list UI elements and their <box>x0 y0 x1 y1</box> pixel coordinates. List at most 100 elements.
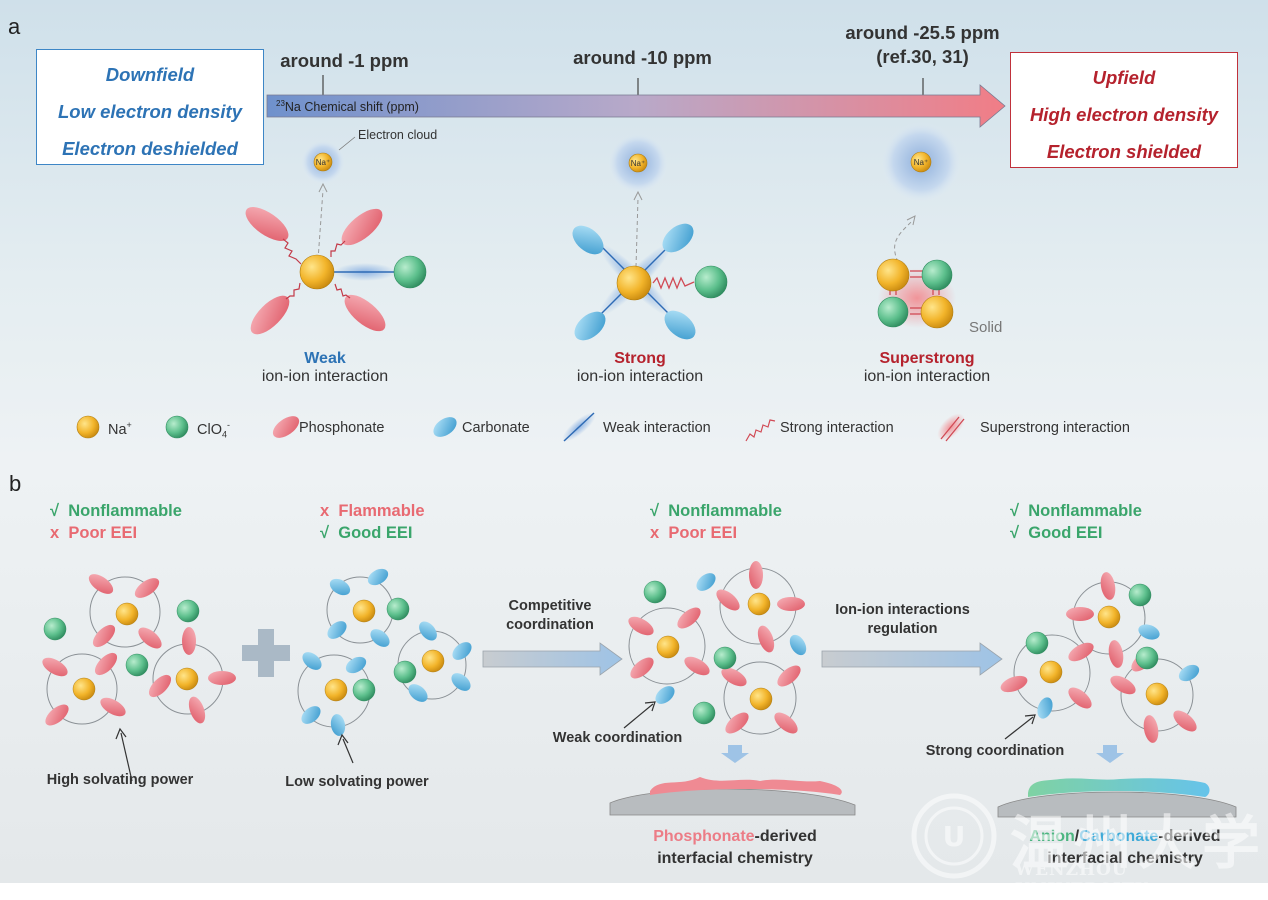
strong-coordination-label: Strong coordination <box>925 743 1065 759</box>
status-block-1: √ Nonflammable x Poor EEI <box>50 500 182 544</box>
legend-phosphonate-icon <box>272 416 300 438</box>
axis-label-text: Na Chemical shift (ppm) <box>284 100 419 115</box>
legend-clo4-icon <box>165 415 189 439</box>
downfield-label: Downfield <box>105 64 195 85</box>
strong-title: Strong <box>614 350 666 367</box>
svg-text:Na⁺: Na⁺ <box>914 158 928 167</box>
low-density-label: Low electron density <box>57 101 242 122</box>
legend-carbonate-label: Carbonate <box>462 420 530 436</box>
legend-carbonate-icon <box>433 417 457 437</box>
status-3-text-2: Poor EEI <box>668 524 738 542</box>
upfield-box: Upfield High electron density Electron s… <box>1010 52 1238 168</box>
strong-sub: ion-ion interaction <box>576 368 704 385</box>
chem2-line2: interfacial chemistry <box>1047 850 1203 867</box>
legend-phosphonate-label: Phosphonate <box>299 420 385 436</box>
legend-na-icon <box>76 415 100 439</box>
shift-label-3-line1: around -25.5 ppm <box>845 22 1000 43</box>
anion-carbonate-chem-label: Anion/Carbonate-derived interfacial chem… <box>1005 826 1245 870</box>
electron-cloud-label: Electron cloud <box>358 128 438 142</box>
phosphonate-chem-label: Phosphonate-derived interfacial chemistr… <box>620 826 850 870</box>
arrow2-line1: Ion-ion interactions <box>835 602 970 618</box>
legend-clo4-sub: 4 <box>221 429 227 440</box>
shift-label-2: around -10 ppm <box>573 47 712 68</box>
status-3-mark-1: √ <box>650 502 660 520</box>
legend-clo4-label: ClO4- <box>197 420 230 440</box>
shift-label-1: around -1 ppm <box>280 50 409 71</box>
weak-structure: Na⁺ <box>245 136 427 335</box>
legend-superstrong-label: Superstrong interaction <box>980 420 1130 436</box>
legend-weak-icon <box>563 412 595 442</box>
shielded-label: Electron shielded <box>1046 141 1202 162</box>
panel-a-letter: a <box>8 14 21 39</box>
legend-na-text: Na <box>108 421 127 438</box>
shift-label-3-line2: (ref.30, 31) <box>876 46 969 67</box>
arrow1-label: Competitive coordination <box>480 597 620 635</box>
high-density-label: High electron density <box>1029 104 1219 125</box>
legend-icons <box>76 411 966 443</box>
strong-coordination-group <box>997 572 1237 818</box>
superstrong-interaction-label: Superstrong ion-ion interaction <box>827 350 1027 386</box>
status-block-3: √ Nonflammable x Poor EEI <box>650 500 782 544</box>
low-solvating-label: Low solvating power <box>285 774 429 790</box>
status-2-mark-2: √ <box>320 524 330 542</box>
arrow2-line2: regulation <box>867 621 938 637</box>
status-4-text-2: Good EEI <box>1028 524 1103 542</box>
chem2-slash: / <box>1074 828 1080 845</box>
arrow1-line2: coordination <box>506 617 594 633</box>
status-1-text-1: Nonflammable <box>68 502 182 520</box>
chem1-colored: Phosphonate <box>653 828 755 845</box>
status-3-text-1: Nonflammable <box>668 502 782 520</box>
chem2-green: Anion <box>1029 828 1075 845</box>
status-1-text-2: Poor EEI <box>68 524 138 542</box>
legend-superstrong-icon <box>940 416 960 440</box>
chem1-line2: interfacial chemistry <box>657 850 813 867</box>
status-2-text-2: Good EEI <box>338 524 413 542</box>
panel-b-letter: b <box>9 471 22 496</box>
status-block-4: √ Nonflammable √ Good EEI <box>1010 500 1142 544</box>
weak-coordination-label: Weak coordination <box>552 730 683 746</box>
phosphonate-sei <box>650 777 842 795</box>
status-4-mark-2: √ <box>1010 524 1020 542</box>
ion-interaction-structures: Na⁺ Na⁺ Na⁺ <box>245 122 961 341</box>
superstrong-title: Superstrong <box>879 350 975 367</box>
legend-na-label: Na+ <box>108 420 132 438</box>
axis-label-sup: 23 <box>276 99 285 108</box>
status-1-mark-1: √ <box>50 502 60 520</box>
shift-label-3: around -25.5 ppm (ref.30, 31) <box>820 21 1025 69</box>
weak-title: Weak <box>304 350 346 367</box>
svg-text:Na⁺: Na⁺ <box>631 159 645 168</box>
status-2-text-1: Flammable <box>338 502 425 520</box>
status-2-mark-1: x <box>320 502 330 520</box>
chem2-rest: -derived <box>1158 828 1221 845</box>
solid-label: Solid <box>969 319 1003 336</box>
upfield-label: Upfield <box>1092 67 1156 88</box>
status-block-2: x Flammable √ Good EEI <box>320 500 425 544</box>
superstrong-sub: ion-ion interaction <box>863 368 991 385</box>
legend-strong-label: Strong interaction <box>780 420 894 436</box>
superstrong-structure: Na⁺ <box>876 122 961 329</box>
status-1-mark-2: x <box>50 524 60 542</box>
status-4-mark-1: √ <box>1010 502 1020 520</box>
chem1-rest: -derived <box>754 828 817 845</box>
status-3-mark-2: x <box>650 524 660 542</box>
downfield-box: Downfield Low electron density Electron … <box>36 49 264 165</box>
phosphonate-cluster-group <box>42 574 236 782</box>
arrow1-line1: Competitive <box>508 598 592 614</box>
weak-sub: ion-ion interaction <box>261 368 389 385</box>
high-solvating-label: High solvating power <box>46 772 194 788</box>
solvation-structures <box>42 561 1237 818</box>
arrow2-label: Ion-ion interactions regulation <box>815 601 990 639</box>
weak-interaction-label: Weak ion-ion interaction <box>225 350 425 386</box>
arrow-regulation <box>821 642 1003 676</box>
carbonate-cluster-group <box>297 568 472 764</box>
anion-carbonate-sei <box>1028 778 1210 797</box>
legend-clo4-text: ClO <box>197 421 222 438</box>
strong-structure: Na⁺ <box>572 133 728 341</box>
chem2-cyan: Carbonate <box>1079 828 1159 845</box>
arrow-competitive <box>482 642 623 676</box>
weak-coordination-group <box>609 561 856 816</box>
status-4-text-1: Nonflammable <box>1028 502 1142 520</box>
legend-weak-label: Weak interaction <box>603 420 711 436</box>
svg-text:Na⁺: Na⁺ <box>316 158 330 167</box>
legend-strong-icon <box>745 419 776 442</box>
